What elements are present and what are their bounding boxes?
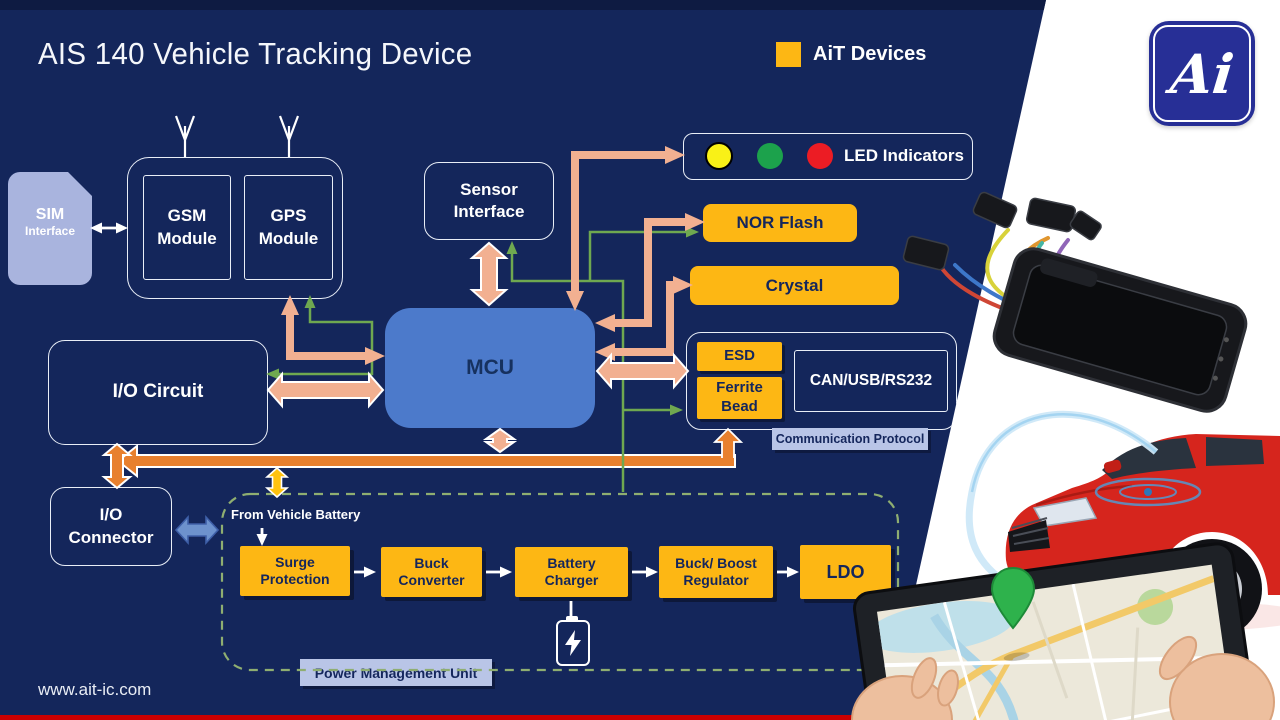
wire-to-nor-flash: [588, 226, 699, 281]
legend-swatch: [776, 42, 801, 67]
wire-mcu-to-led: [566, 146, 685, 311]
website-url: www.ait-ic.com: [38, 680, 152, 699]
power-bus-arrow: [116, 443, 736, 479]
battery-charger-block: Battery Charger: [515, 547, 628, 597]
gps-antenna-icon: [278, 115, 300, 157]
wheel-spokes: [1185, 563, 1239, 613]
arrow-iocircuit-ioconnector: [101, 442, 133, 490]
ait-logo-border: Ai: [1153, 25, 1251, 122]
arrow-sensor-mcu: [469, 241, 509, 307]
car-photo: [1005, 434, 1280, 639]
sim-title: SIM: [35, 206, 65, 223]
io-circuit-block: I/O Circuit: [48, 340, 268, 445]
led-indicators-label: LED Indicators: [844, 146, 964, 166]
salmon-wires: [281, 146, 705, 365]
can-usb-rs232-block: CAN/USB/RS232: [794, 350, 948, 412]
gsm-antenna-icon: [174, 115, 196, 157]
led-green-icon: [757, 143, 783, 169]
wire-mcu-to-crystal: [595, 276, 693, 361]
wire-gsm-to-mcu: [281, 295, 385, 365]
antenna-icons: [174, 115, 300, 157]
surge-protection-block: Surge Protection: [240, 546, 350, 596]
arrow-ioconnector-pmu: [174, 514, 220, 546]
map-content: [876, 575, 1231, 720]
battery-icon: [556, 616, 590, 666]
gsm-module-block: GSM Module: [143, 175, 231, 280]
arrow-mcu-bus: [482, 427, 518, 454]
ait-logo: Ai: [1149, 21, 1255, 126]
bus-to-ferrite-arrow: [712, 427, 744, 458]
tracker-photo: [992, 247, 1248, 413]
outlined-arrows: [266, 241, 690, 454]
hands: [851, 635, 1275, 720]
car-wheel: [1162, 539, 1262, 639]
sim-corner-cut: [68, 172, 92, 196]
io-connector-block: I/O Connector: [50, 487, 172, 566]
mcu-block: MCU: [385, 308, 595, 428]
ferrite-bead-block: Ferrite Bead: [697, 377, 782, 419]
signal-swoosh: [965, 410, 1159, 587]
sim-interface-block: SIM Interface: [8, 172, 92, 285]
sim-subtitle: Interface: [24, 224, 76, 238]
page-title: AIS 140 Vehicle Tracking Device: [38, 36, 473, 71]
led-yellow-icon: [705, 142, 733, 170]
sensor-interface-block: Sensor Interface: [424, 162, 554, 240]
crystal-block: Crystal: [690, 266, 899, 305]
top-strip: [0, 0, 1046, 10]
arrow-mcu-iocircuit: [266, 371, 385, 409]
legend: AiT Devices: [776, 42, 926, 67]
power-management-unit-label: Power Management Unit: [300, 659, 492, 686]
bus-to-pmu-arrow: [264, 466, 290, 499]
pmu-dashed-border: [220, 492, 900, 672]
map-pin-icon: [990, 566, 1036, 630]
led-red-icon: [807, 143, 833, 169]
communication-protocol-label: Communication Protocol: [772, 428, 928, 450]
ait-logo-text: Ai: [1167, 41, 1237, 106]
lightning-bolt-icon: [565, 630, 581, 656]
red-accent-bar: [0, 715, 960, 720]
led-indicators-block: LED Indicators: [683, 133, 973, 180]
white-arrows: [90, 222, 799, 617]
buck-boost-regulator-block: Buck/ Boost Regulator: [659, 546, 773, 598]
nor-flash-block: NOR Flash: [703, 204, 857, 242]
legend-label: AiT Devices: [813, 43, 927, 65]
buck-converter-block: Buck Converter: [381, 547, 482, 597]
arrow-mcu-comm: [595, 352, 690, 390]
gps-signal-rings: [1094, 477, 1202, 507]
from-vehicle-battery-label: From Vehicle Battery: [231, 507, 361, 522]
esd-block: ESD: [697, 342, 782, 371]
gps-module-block: GPS Module: [244, 175, 333, 280]
